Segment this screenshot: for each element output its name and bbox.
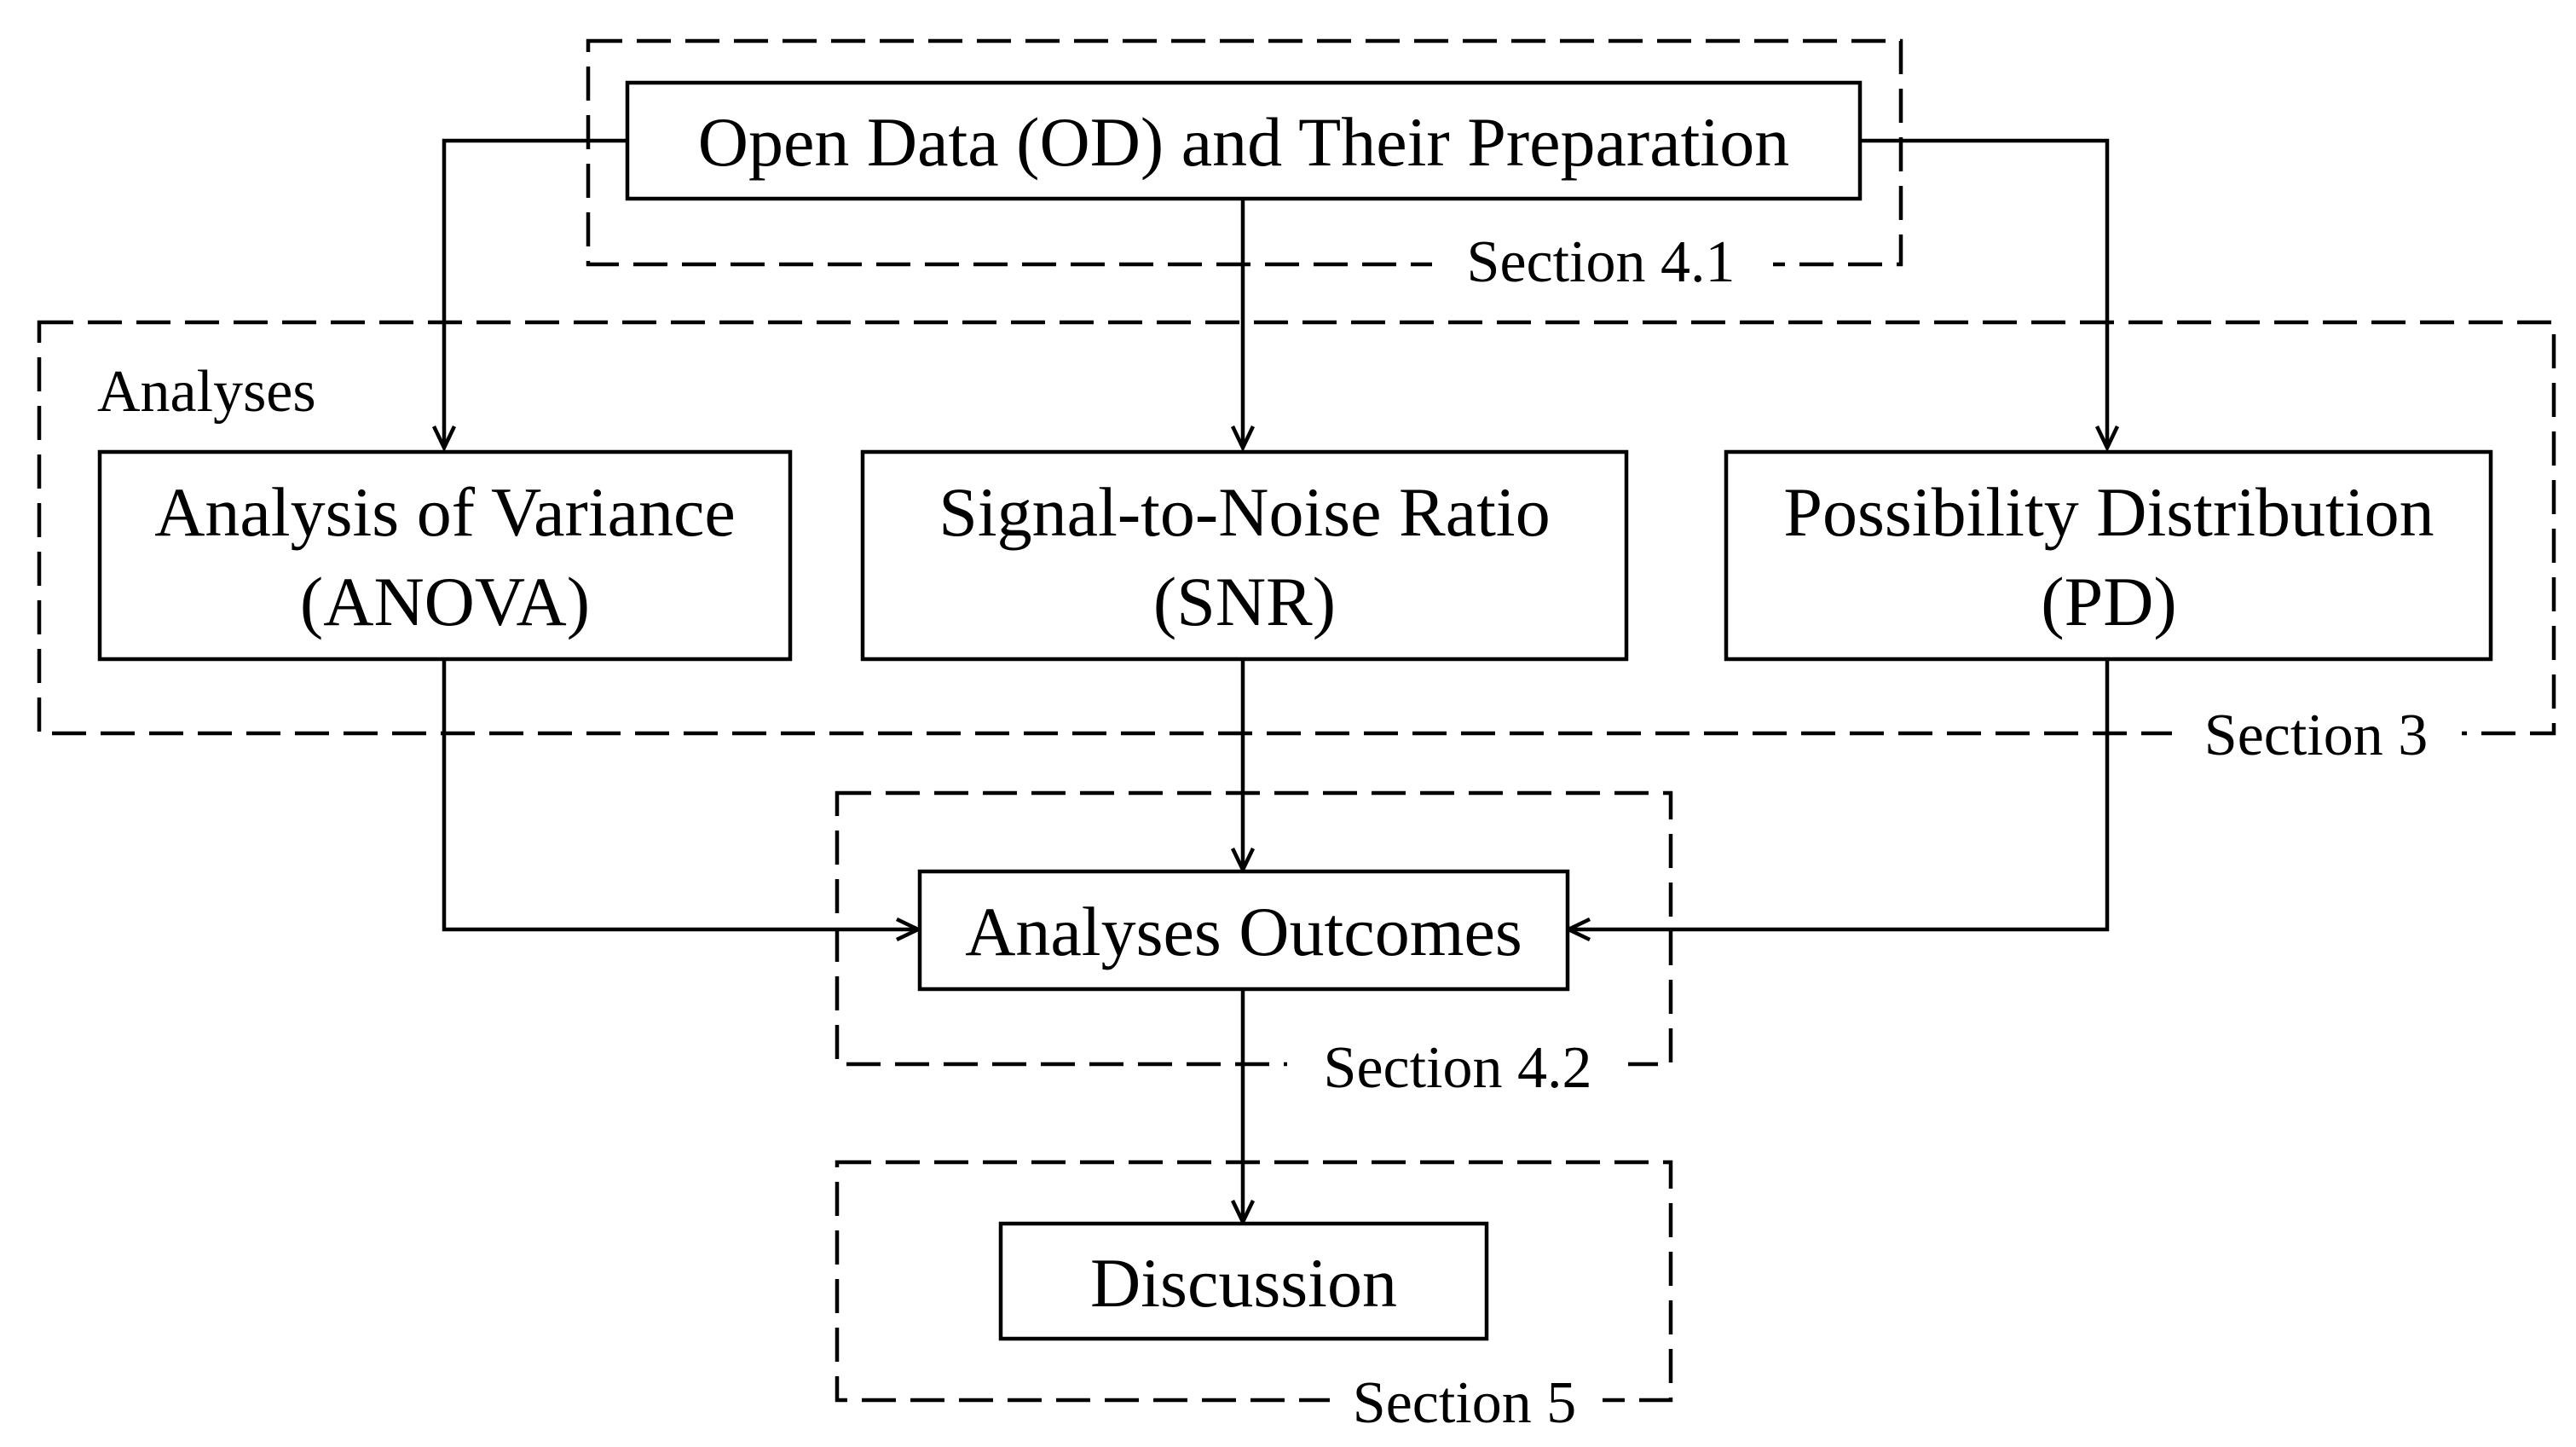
section-3-label: Section 3 [2204, 703, 2428, 768]
section-4-1-label: Section 4.1 [1467, 229, 1736, 295]
outcomes-label: Analyses Outcomes [965, 893, 1522, 970]
outcomes-box: Analyses Outcomes [917, 869, 1570, 992]
analyses-group-label: Analyses [97, 359, 316, 425]
open-data-box: Open Data (OD) and Their Preparation [625, 80, 1863, 201]
anova-label-line-1: Analysis of Variance [154, 473, 736, 551]
section-4-1-label-bg [1432, 217, 1773, 294]
snr-label-line-2: (SNR) [1153, 563, 1336, 640]
anova-box: Analysis of Variance (ANOVA) [97, 449, 793, 662]
arrow-head-od-anova [431, 425, 457, 453]
section-5-label-bg [1330, 1364, 1603, 1441]
pd-box: Possibility Distribution (PD) [1724, 449, 2493, 662]
connector-od-anova [442, 138, 627, 448]
connector-anova-outcomes [442, 659, 918, 932]
arrow-head-od-snr [1230, 425, 1256, 453]
anova-label-line-2: (ANOVA) [300, 563, 590, 640]
section-4-2-label-bg [1287, 1027, 1628, 1100]
open-data-label: Open Data (OD) and Their Preparation [698, 103, 1789, 181]
section-3-frame [37, 320, 2556, 736]
snr-box: Signal-to-Noise Ratio (SNR) [860, 449, 1629, 662]
connector-od-pd [1860, 138, 2110, 448]
snr-label-line-1: Signal-to-Noise Ratio [939, 473, 1550, 551]
section-5-frame [835, 1160, 1673, 1403]
section-4-2-label: Section 4.2 [1324, 1035, 1592, 1101]
pd-label-line-1: Possibility Distribution [1783, 473, 2434, 551]
discussion-box: Discussion [998, 1221, 1489, 1341]
section-3-label-bg [2172, 699, 2462, 767]
section-5-label: Section 5 [1353, 1370, 1576, 1436]
pd-label-line-2: (PD) [2041, 563, 2176, 640]
discussion-label: Discussion [1090, 1244, 1397, 1322]
arrow-head-od-pd [2094, 425, 2120, 453]
connector-pd-outcomes [1568, 659, 2110, 932]
